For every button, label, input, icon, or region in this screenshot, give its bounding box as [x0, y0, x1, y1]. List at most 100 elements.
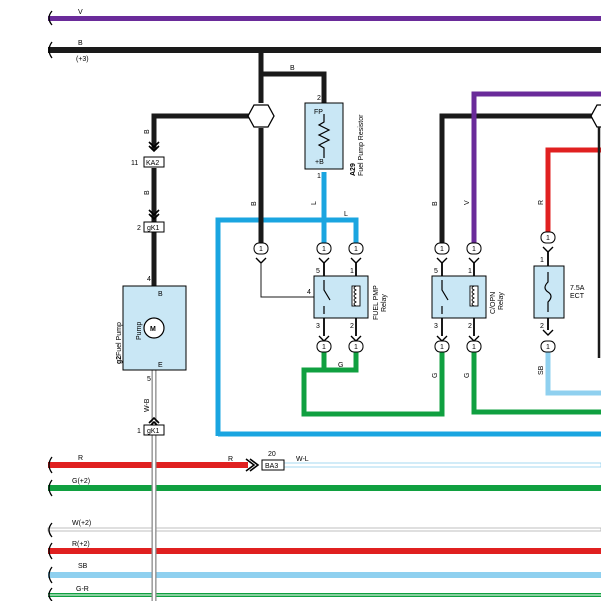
svg-text:2: 2 — [468, 323, 472, 330]
wire-g-relay: G G — [301, 352, 445, 417]
connector-gk1-top: gK1 2 — [137, 221, 165, 233]
ect-fuse-name: ECT — [570, 293, 585, 300]
ect-fuse-rating: 7.5A — [570, 285, 585, 292]
fuel-pmp-relay-name-2: Relay — [381, 294, 388, 312]
svg-text:1: 1 — [354, 344, 358, 351]
wire-r-ect: R — [538, 147, 601, 232]
connector-gk1-top-name: gK1 — [147, 225, 160, 232]
pump-motor-symbol: M — [150, 326, 156, 333]
wire-g-circuit-label: G — [432, 373, 439, 378]
wire-b-circuit-label: B — [432, 201, 439, 206]
conn-oval-c2: 1 — [466, 242, 482, 264]
resistor-fp: FP — [314, 109, 323, 116]
conn-oval-ect-top: 1 — [540, 231, 556, 253]
wire-v-circuit-label: V — [464, 200, 471, 205]
svg-text:4: 4 — [307, 289, 311, 296]
fuel-pmp-relay-name-1: FUEL PMP — [373, 285, 380, 320]
wire-b-mid-label: B — [144, 190, 151, 195]
fuel-pump: M B E 4 5 Pump g2 Fuel Pump — [116, 276, 187, 383]
wire-r-ect-label: R — [538, 200, 545, 205]
bus-sb: SB — [48, 563, 601, 584]
conn-oval-c1: 1 — [434, 242, 450, 264]
resistor-name: Fuel Pump Resistor — [358, 114, 365, 176]
connector-gk1-bottom: gK1 1 — [137, 424, 165, 436]
circuit-relay-name-1: C/OPN — [490, 292, 497, 314]
svg-text:1: 1 — [322, 246, 326, 253]
resistor-id: A29 — [350, 163, 357, 176]
svg-text:3: 3 — [316, 323, 320, 330]
ect-fuse: 1 2 7.5A ECT — [533, 257, 585, 330]
bus-w2: W(+2) — [47, 520, 601, 538]
svg-text:1: 1 — [440, 246, 444, 253]
relay-stubs — [260, 252, 549, 336]
conn-oval-l1-bottom: 1 — [316, 335, 332, 353]
pump-pin-bottom: 5 — [147, 376, 151, 383]
conn-oval-ect-bottom: 1 — [540, 329, 556, 353]
wire-v-circuit: V — [464, 91, 601, 243]
svg-text:1: 1 — [350, 268, 354, 275]
wire-b-relay-label: B — [251, 201, 258, 206]
bus-r: R — [48, 455, 248, 474]
fuel-pmp-relay: 5 1 4 3 2 FUEL PMP Relay — [307, 268, 388, 330]
pump-pin-b: B — [158, 291, 163, 298]
bus-w2-label: W(+2) — [72, 520, 91, 527]
pump-inner-label: Pump — [136, 322, 143, 340]
splice-right — [590, 104, 601, 128]
connector-gk1-top-pin: 2 — [137, 225, 141, 232]
wire-g-relay-label: G — [338, 362, 343, 369]
svg-text:1: 1 — [472, 344, 476, 351]
circuit-relay-name-2: Relay — [498, 292, 505, 310]
bus-b-sub: (+3) — [76, 56, 89, 63]
connector-ba3: BA3 20 R — [228, 451, 285, 472]
svg-text:1: 1 — [259, 246, 263, 253]
svg-text:1: 1 — [540, 257, 544, 264]
fuel-pump-resistor: FP +B 2 1 A29 Fuel Pump Resistor — [304, 95, 365, 180]
resistor-plus-b: +B — [315, 159, 324, 166]
svg-text:1: 1 — [440, 344, 444, 351]
resistor-pin-bottom: 1 — [317, 173, 321, 180]
circuit-opening-relay: 5 1 3 2 C/OPN Relay — [431, 268, 505, 330]
conn-oval-c2-bottom: 1 — [466, 335, 482, 353]
connector-ba3-pin: 20 — [268, 451, 276, 458]
connector-ka2-name: KA2 — [146, 160, 159, 167]
wire-g-circuit: G — [464, 352, 601, 415]
svg-text:2: 2 — [350, 323, 354, 330]
svg-text:1: 1 — [472, 246, 476, 253]
wire-l-horiz-label: L — [344, 211, 348, 218]
splice-left — [247, 104, 275, 128]
connector-gk1-bottom-pin: 1 — [137, 428, 141, 435]
wire-sb-ect-label: SB — [538, 365, 545, 375]
svg-text:1: 1 — [322, 344, 326, 351]
svg-text:1: 1 — [468, 268, 472, 275]
bus-sb-label: SB — [78, 563, 88, 570]
wire-r-ba3-label: R — [228, 456, 233, 463]
bus-r2: R(+2) — [48, 541, 601, 560]
svg-text:2: 2 — [540, 323, 544, 330]
svg-text:1: 1 — [546, 344, 550, 351]
resistor-pin-top: 2 — [317, 95, 321, 102]
wire-w-l: W-L — [283, 456, 601, 468]
pump-pin-top: 4 — [147, 276, 151, 283]
svg-text:3: 3 — [434, 323, 438, 330]
wire-b-left-label: B — [144, 129, 151, 134]
bus-r2-label: R(+2) — [72, 541, 90, 548]
svg-text:5: 5 — [316, 268, 320, 275]
wire-b-right: B — [432, 113, 595, 243]
conn-oval-l1: 1 — [316, 242, 332, 264]
connector-gk1-bottom-name: gK1 — [147, 428, 160, 435]
bus-r-label: R — [78, 455, 83, 462]
bus-gr-label: G-R — [76, 586, 89, 593]
wire-w-l-label: W-L — [296, 456, 309, 463]
bus-b: B (+3) — [48, 40, 601, 63]
pump-pin-e: E — [158, 362, 163, 369]
wire-w-b: W-B — [144, 370, 157, 601]
bus-v: V — [48, 9, 601, 26]
connector-ba3-name: BA3 — [265, 463, 278, 470]
bus-g2: G(+2) — [48, 478, 601, 497]
wire-l-vert-label: L — [311, 201, 318, 205]
bus-g2-label: G(+2) — [72, 478, 90, 485]
wire-b-left: B B B B — [144, 52, 327, 286]
conn-oval-b: 1 — [253, 242, 269, 264]
